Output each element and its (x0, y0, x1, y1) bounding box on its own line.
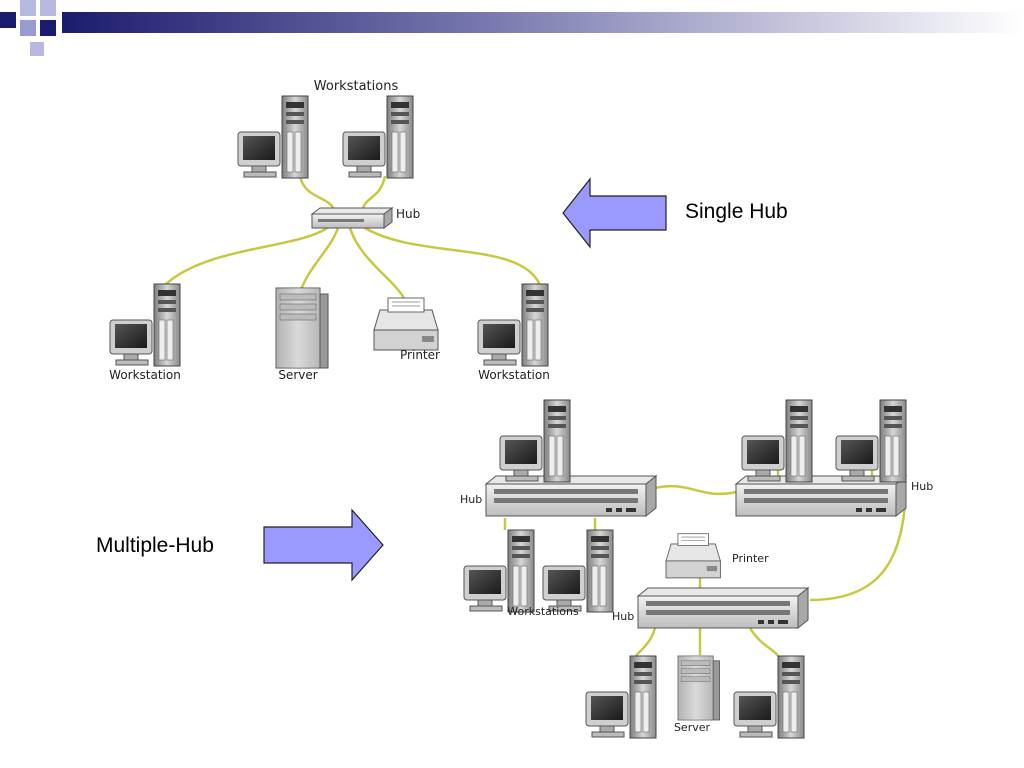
workstation-icon (733, 655, 805, 739)
server-icon (677, 655, 720, 721)
server-icon (275, 287, 329, 369)
left-arrow-icon (562, 177, 667, 249)
server-label: Server (674, 721, 711, 734)
workstation-icon (237, 95, 309, 179)
workstation-icon (342, 95, 414, 179)
workstation-icon (542, 529, 614, 613)
hub-icon (637, 587, 809, 629)
workstation-icon (835, 399, 907, 483)
hub-icon (485, 475, 657, 517)
workstation-icon (109, 283, 181, 367)
hub-icon (310, 207, 394, 229)
server-label: Server (278, 368, 317, 382)
workstation-icon (499, 399, 571, 483)
right-arrow-icon (263, 508, 384, 582)
workstation-icon (463, 529, 535, 613)
workstation-icon (477, 283, 549, 367)
hub-left-label: Hub (460, 493, 482, 506)
multiple-hub-diagram: Hub Workstations Hub Printer Hub Server (460, 399, 933, 739)
single-hub-callout: Single Hub (562, 177, 788, 249)
hub-bottom-label: Hub (612, 610, 634, 623)
single-hub-diagram: Workstations Hub Workstation Server Prin… (109, 79, 550, 382)
multiple-hub-callout: Multiple-Hub (96, 508, 384, 582)
workstation-icon (741, 399, 813, 483)
workstation-icon (585, 655, 657, 739)
workstation-left-label: Workstation (109, 368, 181, 382)
header-decoration (0, 0, 1024, 56)
multiple-hub-label: Multiple-Hub (96, 534, 214, 557)
printer-icon (373, 297, 439, 351)
hub-label: Hub (396, 207, 420, 221)
workstation-right-label: Workstation (478, 368, 550, 382)
workstations-label: Workstations (314, 79, 399, 94)
printer-label: Printer (400, 348, 440, 362)
workstations-label: Workstations (507, 605, 579, 618)
single-hub-label: Single Hub (685, 200, 788, 223)
printer-icon (665, 533, 721, 579)
printer-label: Printer (732, 552, 769, 565)
top-cables (159, 175, 542, 301)
hub-right-label: Hub (911, 480, 933, 493)
